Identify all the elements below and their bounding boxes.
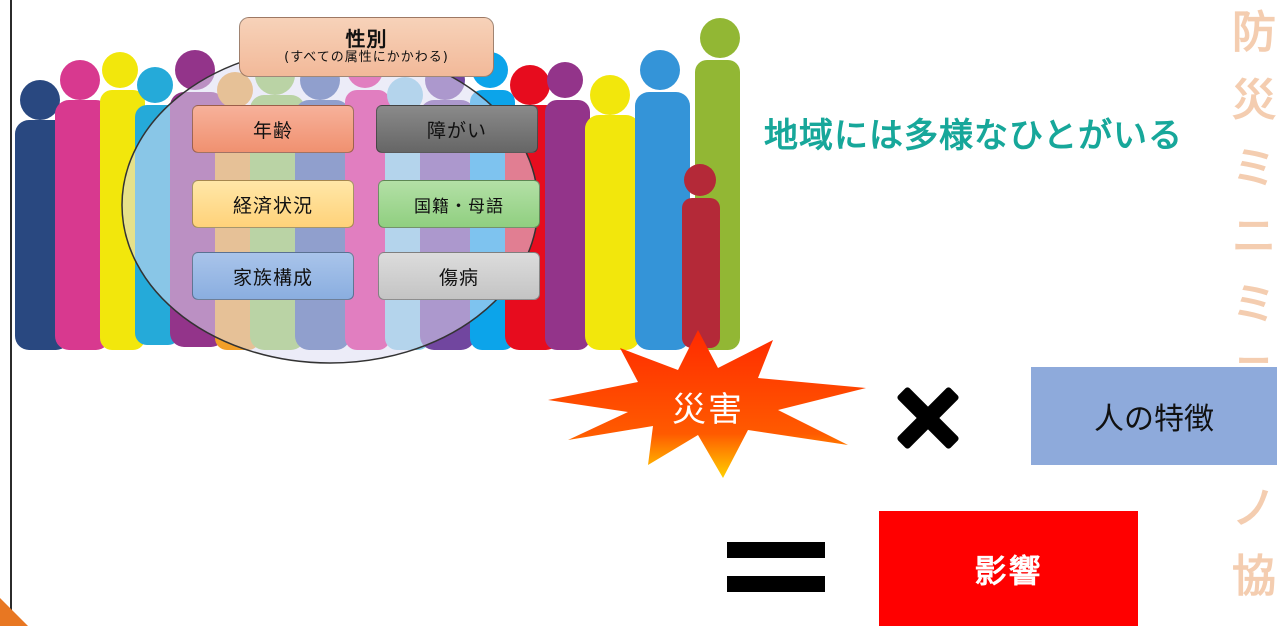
equals-icon [727,542,825,594]
headline: 地域には多様なひとがいる [764,116,1183,156]
disaster-label: 災害 [672,390,744,430]
attribute-gender-label: 性別 [345,27,388,52]
attribute-economy: 経済状況 [192,180,354,228]
corner-accent [0,598,28,626]
side-title-char: ニ [1232,211,1276,262]
trait-box: 人の特徴 [1031,367,1277,465]
attribute-family: 家族構成 [192,252,354,300]
explosion-icon [548,330,866,478]
side-title-char: ミ [1232,143,1276,194]
attribute-gender: 性別 (すべての属性にかかわる) [239,17,494,77]
side-title-char: 協 [1232,551,1276,602]
side-title: 防災ミニミニノノ協 [1228,0,1277,626]
frame-line [10,0,12,626]
side-title-char: 防 [1232,7,1276,58]
attribute-injury: 傷病 [378,252,540,300]
impact-box: 影響 [879,511,1138,626]
attribute-nationality: 国籍・母語 [378,180,540,228]
attribute-age: 年齢 [192,105,354,153]
multiply-icon [897,387,959,449]
attribute-gender-note: (すべての属性にかかわる) [284,50,449,66]
side-title-char: ノ [1232,483,1276,534]
attribute-disability: 障がい [376,105,538,153]
side-title-char: 災 [1232,75,1276,126]
side-title-char: ミ [1232,279,1276,330]
